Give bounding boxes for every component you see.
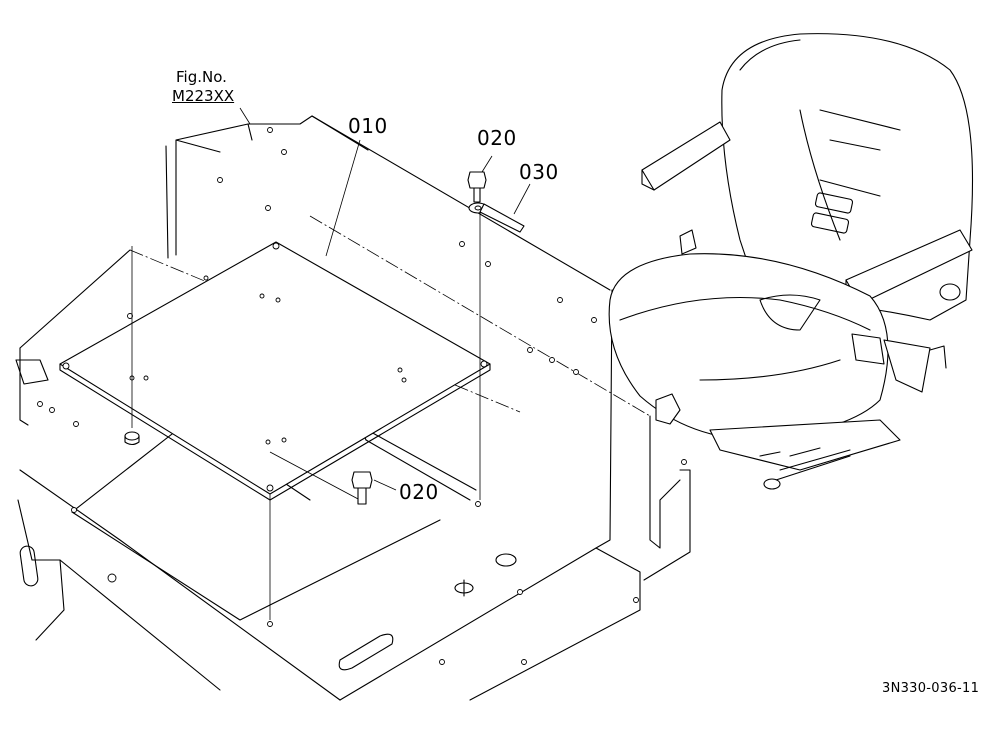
bolt-and-stopper-assembly [467,155,531,233]
drawing-code: 3N330-036-11 [882,681,980,696]
part-label-020-upper: 020 [477,126,517,150]
part-label-010: 010 [348,114,388,138]
part-label-020-lower: 020 [399,480,439,504]
figure-number: M223XX [172,87,235,105]
part-label-030: 030 [519,160,559,184]
floor-mat-plate [59,139,491,620]
lower-bolt [351,471,397,505]
figure-caption: Fig.No. [176,68,227,86]
operator-seat [608,33,973,490]
fig-leader [239,107,251,125]
